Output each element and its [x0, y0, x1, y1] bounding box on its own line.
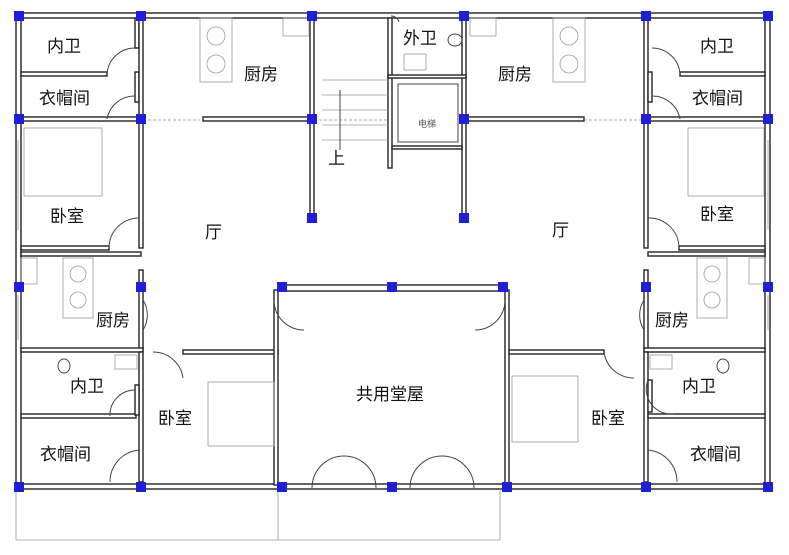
- label-kitchen-top-right: 厨房: [498, 65, 532, 85]
- label-bedroom-bottom-left: 卧室: [158, 409, 192, 429]
- column-26: [641, 482, 651, 492]
- label-elevator: 电梯: [418, 118, 436, 130]
- column-5: [763, 11, 773, 21]
- column-14: [14, 282, 24, 292]
- column-25: [502, 482, 512, 492]
- column-18: [498, 282, 508, 292]
- label-kitchen-mid-left: 厨房: [96, 311, 130, 331]
- column-7: [136, 114, 146, 124]
- column-21: [14, 482, 24, 492]
- column-13: [459, 213, 469, 223]
- column-4: [641, 11, 651, 21]
- column-27: [763, 482, 773, 492]
- column-23: [277, 482, 287, 492]
- label-bedroom-bottom-right: 卧室: [591, 409, 625, 429]
- column-1: [136, 11, 146, 21]
- column-0: [14, 11, 24, 21]
- label-outer-bath: 外卫: [403, 29, 437, 49]
- label-closet-top-left: 衣帽间: [39, 89, 90, 109]
- column-11: [763, 114, 773, 124]
- column-17: [387, 282, 397, 292]
- column-12: [307, 213, 317, 223]
- interior-walls: [20, 17, 766, 486]
- column-9: [459, 114, 469, 124]
- column-24: [387, 482, 397, 492]
- room-labels: 内卫 衣帽间 厨房 外卫 厨房 内卫 衣帽间 卧室 厅 上 电梯 厅 卧室 厨房…: [39, 29, 743, 465]
- label-bath-bottom-right: 内卫: [682, 377, 716, 397]
- column-20: [763, 282, 773, 292]
- fixtures: [20, 17, 766, 447]
- column-8: [307, 114, 317, 124]
- label-closet-bottom-right: 衣帽间: [690, 445, 741, 465]
- column-10: [641, 114, 651, 124]
- column-2: [307, 11, 317, 21]
- column-22: [136, 482, 146, 492]
- column-16: [277, 282, 287, 292]
- label-bedroom-left: 卧室: [50, 207, 84, 227]
- label-kitchen-top-left: 厨房: [244, 65, 278, 85]
- column-19: [641, 282, 651, 292]
- label-hall-left: 厅: [205, 223, 222, 243]
- label-bath-bottom-left: 内卫: [70, 377, 104, 397]
- label-closet-top-right: 衣帽间: [692, 89, 743, 109]
- door-swings: [106, 15, 681, 489]
- column-3: [459, 11, 469, 21]
- column-15: [136, 282, 146, 292]
- label-hall-right: 厅: [552, 221, 569, 241]
- label-bedroom-right: 卧室: [700, 205, 734, 225]
- label-bath-top-left: 内卫: [47, 37, 81, 57]
- label-stairs-up: 上: [328, 149, 345, 169]
- columns: [14, 11, 773, 492]
- label-closet-bottom-left: 衣帽间: [40, 445, 91, 465]
- balcony: [15, 489, 501, 541]
- label-bath-top-right: 内卫: [700, 37, 734, 57]
- label-kitchen-mid-right: 厨房: [655, 311, 689, 331]
- label-shared-hall: 共用堂屋: [356, 385, 424, 405]
- column-6: [14, 114, 24, 124]
